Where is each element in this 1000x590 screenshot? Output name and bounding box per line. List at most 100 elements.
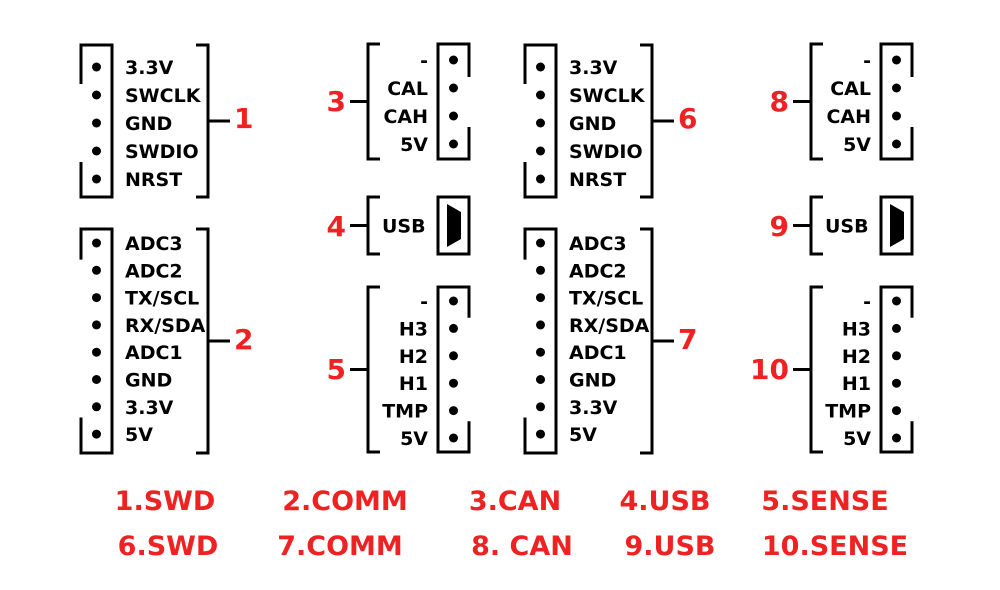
pin-label: -	[420, 50, 428, 72]
pin-dot	[536, 238, 545, 248]
pin-label: H3	[399, 318, 428, 340]
connector-number: 6	[678, 102, 697, 135]
bracket	[809, 195, 823, 256]
legend-item: 1.SWD	[115, 486, 216, 517]
pin-label: NRST	[569, 169, 626, 191]
pin-dot	[92, 238, 101, 248]
pin-dot	[92, 118, 101, 128]
usb-port-outline	[436, 195, 471, 256]
pin-dot	[92, 429, 101, 439]
legend-item: 10.SENSE	[762, 531, 908, 562]
header-outline	[436, 42, 471, 161]
pin-label: H1	[842, 373, 871, 395]
legend-item: 6.SWD	[118, 531, 219, 562]
legend-item: 7.COMM	[277, 531, 403, 562]
connector-number: 9	[770, 210, 789, 243]
header-outline	[523, 227, 558, 455]
pin-dot	[92, 146, 101, 156]
pin-label: GND	[125, 113, 172, 135]
usb-icon	[890, 204, 904, 247]
pin-dot	[892, 139, 901, 149]
pin-label: CAL	[830, 78, 871, 100]
pin-dot	[92, 174, 101, 184]
header-outline	[436, 285, 471, 454]
pin-label: -	[863, 50, 871, 72]
pin-label: H2	[842, 346, 871, 368]
connector-number: 10	[750, 353, 789, 386]
pin-dot	[536, 429, 545, 439]
pin-dot	[536, 174, 545, 184]
connector-number: 2	[234, 323, 253, 356]
pin-label: NRST	[125, 169, 182, 191]
pin-dot	[449, 433, 458, 443]
pin-dot	[449, 378, 458, 388]
bracket	[196, 43, 210, 199]
pin-label: SWCLK	[569, 85, 646, 107]
pin-dot	[892, 111, 901, 121]
pin-dot	[892, 296, 901, 306]
pin-label: RX/SDA	[569, 315, 650, 337]
pin-dot	[92, 320, 101, 330]
pin-dot	[892, 55, 901, 65]
header-outline	[523, 43, 558, 199]
pin-dot	[449, 296, 458, 306]
pin-label: ADC2	[569, 260, 627, 282]
pin-label: USB	[825, 216, 869, 238]
pin-dot	[449, 111, 458, 121]
connector-number: 8	[770, 85, 789, 118]
pin-label: CAH	[826, 106, 871, 128]
pin-dot	[92, 402, 101, 412]
pin-label: CAH	[383, 106, 428, 128]
pin-dot	[892, 351, 901, 361]
pin-label: 3.3V	[125, 57, 174, 79]
pin-label: 3.3V	[569, 397, 618, 419]
pin-dot	[92, 293, 101, 303]
pin-label: ADC1	[569, 342, 627, 364]
header-outline	[79, 227, 114, 455]
pin-label: TX/SCL	[125, 288, 199, 310]
pin-dot	[536, 265, 545, 275]
pin-label: 5V	[569, 424, 597, 446]
pin-dot	[449, 83, 458, 93]
pin-dot	[92, 375, 101, 384]
pin-label: 5V	[843, 134, 871, 156]
pin-dot	[92, 347, 101, 357]
pin-label: USB	[382, 216, 426, 238]
legend-item: 4.USB	[620, 486, 711, 517]
pin-label: 3.3V	[569, 57, 618, 79]
pin-dot	[536, 146, 545, 156]
pin-label: -	[863, 291, 871, 313]
pin-label: SWDIO	[125, 141, 199, 163]
pin-dot	[449, 351, 458, 361]
connector-9: USB 9	[770, 195, 914, 256]
legend-item: 5.SENSE	[761, 486, 888, 517]
pin-dot	[536, 375, 545, 384]
pin-dot	[892, 433, 901, 443]
connector-8: - CAL CAH 5V 8	[770, 42, 914, 161]
bracket	[809, 285, 823, 454]
pin-label: ADC3	[125, 233, 183, 255]
connector-number: 5	[327, 353, 346, 386]
pin-label: 3.3V	[125, 397, 174, 419]
bracket	[196, 227, 210, 455]
pin-dot	[536, 293, 545, 303]
usb-port-outline	[879, 195, 914, 256]
header-outline	[879, 285, 914, 454]
pin-dot	[892, 406, 901, 416]
pin-label: 5V	[400, 134, 428, 156]
bracket	[640, 43, 654, 199]
pin-label: GND	[125, 370, 172, 392]
pin-dot	[536, 320, 545, 330]
legend-item: 2.COMM	[282, 486, 408, 517]
pin-label: H1	[399, 373, 428, 395]
pin-dot	[449, 55, 458, 65]
pin-label: SWDIO	[569, 141, 643, 163]
pin-dot	[449, 323, 458, 333]
pin-label: 5V	[400, 428, 428, 450]
